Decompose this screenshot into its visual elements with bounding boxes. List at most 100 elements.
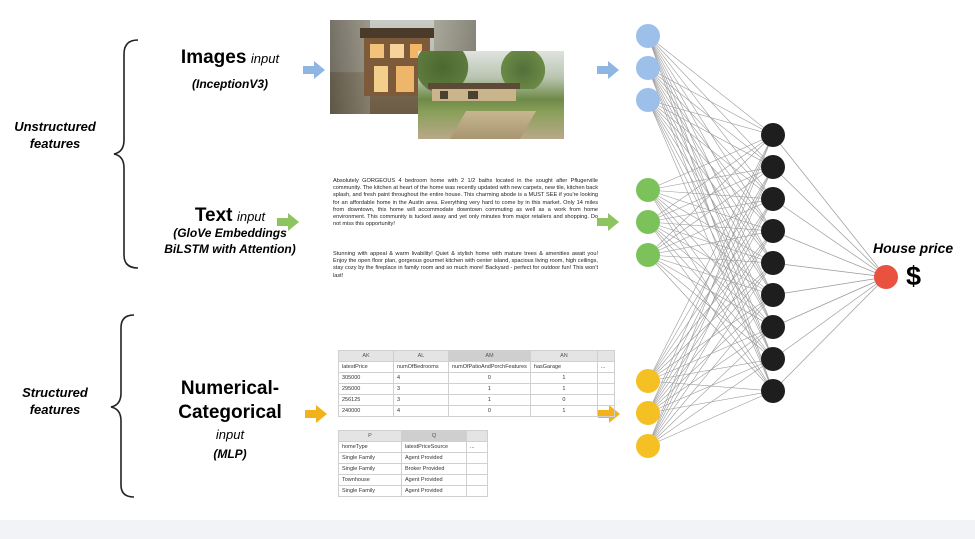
connection-line (647, 134, 774, 382)
spreadsheet-categorical: P Q homeType latestPriceSource ... Singl… (338, 430, 488, 497)
table-cell: 0 (529, 394, 598, 406)
output-label: House price (873, 240, 954, 256)
table-cell (466, 463, 488, 475)
images-input-label: Images input (150, 47, 310, 69)
table-cell: homeType (338, 441, 402, 453)
structured-brace (110, 314, 135, 498)
connection-line (772, 230, 887, 278)
connection-line (772, 276, 887, 392)
connection-line (647, 134, 774, 414)
table-row: Townhouse Agent Provided (338, 474, 488, 486)
hidden-node (761, 379, 785, 403)
sheet2-col-header (466, 430, 488, 442)
neural-network (636, 24, 898, 458)
text-model-line2: BiLSTM with Attention) (164, 242, 296, 256)
connection-line (647, 358, 774, 414)
table-cell: 0 (448, 405, 531, 417)
text-input-node (636, 210, 660, 234)
hidden-node (761, 315, 785, 339)
table-cell (466, 485, 488, 497)
connection-line (647, 166, 774, 447)
table-row: 295000 3 1 1 (338, 383, 615, 395)
connection-line (647, 134, 774, 447)
connection-line (647, 134, 774, 191)
hidden-node (761, 219, 785, 243)
hidden-node (761, 187, 785, 211)
hidden-node (761, 347, 785, 371)
table-cell: Broker Provided (401, 463, 467, 475)
numcat-input-node (636, 401, 660, 425)
connection-line (647, 99, 774, 136)
connection-line (647, 99, 774, 168)
table-cell: Single Family (338, 485, 402, 497)
images-model: (InceptionV3) (191, 77, 268, 91)
text-suffix: input (236, 209, 266, 224)
connection-line (647, 262, 774, 447)
connection-line (647, 134, 774, 223)
text-model-line1: (GloVe Embeddings (173, 226, 287, 240)
connection-line (647, 294, 774, 447)
table-cell: 1 (448, 394, 531, 406)
hidden-node (761, 283, 785, 307)
table-cell: 3 (393, 383, 449, 395)
table-row: 305000 4 0 1 (338, 372, 615, 384)
table-cell: 1 (529, 405, 598, 417)
table-cell: ... (596, 361, 615, 373)
table-cell: 240000 (338, 405, 394, 417)
connection-line (647, 99, 774, 328)
listing-paragraph-2: Stunning with appeal & warm livability! … (333, 251, 598, 279)
numcat-suffix: input (215, 427, 245, 442)
spreadsheet-numerical: AK AL AM AN latestPrice numOfBedrooms nu… (338, 350, 615, 417)
sheet1-header-row: AK AL AM AN (338, 350, 615, 362)
numcat-model: (MLP) (213, 447, 247, 461)
numcat-input-node (636, 369, 660, 393)
table-cell (466, 474, 488, 486)
images-suffix: input (250, 51, 280, 66)
connection-line (647, 99, 774, 392)
table-cell: Single Family (338, 463, 402, 475)
table-row: latestPrice numOfBedrooms numOfPatioAndP… (338, 361, 615, 373)
connection-line (647, 198, 774, 447)
text-input-node (636, 243, 660, 267)
numcat-title-line1: Numerical- (180, 378, 280, 399)
connection-line (647, 99, 774, 200)
hidden-node (761, 123, 785, 147)
connection-line (647, 326, 774, 447)
table-cell: Agent Provided (401, 452, 467, 464)
sheet2-col-header: P (338, 430, 402, 442)
table-cell: 1 (448, 383, 531, 395)
table-cell (596, 372, 615, 384)
connection-line (772, 134, 887, 278)
table-row: homeType latestPriceSource ... (338, 441, 488, 453)
table-cell: hasGarage (529, 361, 598, 373)
sheet1-col-header: AL (393, 350, 449, 362)
sheet1-col-header: AK (338, 350, 394, 362)
connection-line (647, 67, 774, 136)
table-row: 240000 4 0 1 (338, 405, 615, 417)
images-input-node (636, 88, 660, 112)
sheet1-col-header: AM (448, 350, 531, 362)
house-photo-ranch (418, 51, 564, 139)
connection-line (647, 99, 774, 264)
connection-line (647, 198, 774, 256)
connection-line (647, 99, 774, 296)
connection-line (647, 390, 774, 414)
table-cell: latestPriceSource (401, 441, 467, 453)
sheet1-col-header: AN (529, 350, 598, 362)
table-cell: 0 (448, 372, 531, 384)
table-cell (596, 383, 615, 395)
table-cell: 295000 (338, 383, 394, 395)
connection-line (647, 99, 774, 232)
numcat-title-line2: Categorical (178, 402, 282, 423)
unstructured-brace (113, 39, 139, 269)
table-cell: latestPrice (338, 361, 394, 373)
numcat-arrow-left (305, 405, 327, 423)
table-cell: Single Family (338, 452, 402, 464)
table-row: Single Family Agent Provided (338, 452, 488, 464)
connection-line (772, 276, 887, 360)
table-cell (466, 452, 488, 464)
table-cell: 305000 (338, 372, 394, 384)
images-input-node (636, 56, 660, 80)
hidden-node (761, 155, 785, 179)
